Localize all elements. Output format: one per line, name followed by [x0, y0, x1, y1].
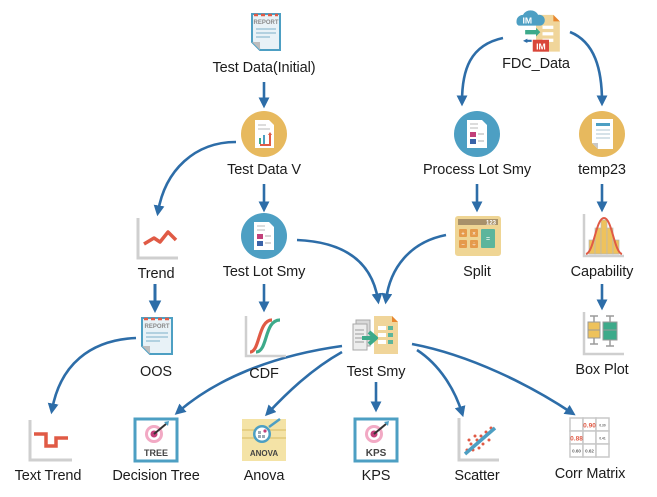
chart-document-icon [241, 111, 287, 157]
document-icon [579, 111, 625, 157]
svg-text:+: + [461, 232, 465, 238]
node-split[interactable]: 123 + × − ÷ = Split [417, 212, 537, 280]
histogram-icon [582, 214, 624, 258]
node-label: Corr Matrix [554, 466, 626, 482]
corr-cell: 0.30 [599, 424, 605, 428]
node-decision-tree[interactable]: TREE Decision Tree [96, 416, 216, 484]
corr-cell: 0.90 [583, 423, 596, 430]
edge-test-data-v-to-trend [153, 140, 237, 217]
node-temp23[interactable]: temp23 [542, 110, 657, 178]
report-icon: REPORT [251, 13, 281, 51]
tree-badge: TREE [144, 448, 168, 458]
node-label: Scatter [454, 468, 500, 484]
node-cdf[interactable]: CDF [204, 314, 324, 382]
node-label: Anova [243, 468, 285, 484]
svg-text:÷: ÷ [472, 243, 476, 249]
node-label: OOS [140, 364, 172, 380]
kps-badge: KPS [366, 448, 387, 459]
edge-test-smy-to-decision-tree [174, 344, 343, 415]
node-trend[interactable]: Trend [96, 214, 216, 282]
node-label: Process Lot Smy [422, 162, 532, 178]
target-icon: KPS [353, 417, 399, 463]
node-label: FDC_Data [502, 56, 570, 72]
corr-cell: 0.60 [572, 449, 581, 454]
node-process-lot-smy[interactable]: Process Lot Smy [417, 110, 537, 178]
node-label: Trend [137, 266, 175, 282]
node-corr-matrix[interactable]: 0.90 0.30 0.88 0.41 0.60 0.62 Corr Matri… [530, 414, 650, 482]
corr-cell: 0.41 [599, 437, 605, 441]
calculator-icon: 123 + × − ÷ = [455, 216, 501, 256]
report-icon: REPORT [141, 317, 173, 355]
node-label: Test Data V [227, 162, 301, 178]
node-label: Test Smy [346, 364, 406, 380]
node-test-smy[interactable]: Test Smy [316, 312, 436, 380]
anova-badge: ANOVA [250, 449, 279, 458]
summary-document-icon [241, 213, 287, 259]
im-data-icon: IM IM [516, 10, 560, 52]
node-label: CDF [249, 366, 279, 382]
node-label: Test Data(Initial) [212, 60, 316, 76]
edge-test-smy-to-scatter [416, 348, 466, 418]
node-label: Split [463, 264, 491, 280]
node-label: temp23 [578, 162, 626, 178]
node-label: Text Trend [14, 468, 82, 484]
step-chart-icon [28, 420, 72, 462]
scatter-plot-icon [457, 418, 499, 462]
merge-table-icon [352, 316, 398, 354]
node-label: Decision Tree [112, 468, 200, 484]
node-label: Test Lot Smy [222, 264, 306, 280]
trend-chart-icon [136, 218, 178, 260]
correlation-matrix-icon: 0.90 0.30 0.88 0.41 0.60 0.62 [569, 417, 610, 458]
node-capability[interactable]: Capability [542, 212, 657, 280]
node-label: Capability [570, 264, 634, 280]
edge-oos-to-text-trend [47, 336, 137, 415]
report-badge: REPORT [144, 324, 169, 330]
edge-split-to-test-smy [381, 233, 447, 305]
report-badge: REPORT [253, 20, 278, 26]
svg-text:=: = [486, 236, 490, 243]
node-scatter[interactable]: Scatter [417, 416, 537, 484]
node-label: KPS [361, 468, 391, 484]
node-label: Box Plot [575, 362, 629, 378]
anova-icon: ANOVA [242, 417, 286, 461]
cdf-chart-icon [244, 316, 286, 358]
edge-fdc-data-to-temp23 [569, 30, 608, 107]
im-badge-bottom: IM [536, 42, 546, 52]
node-test-data-v[interactable]: Test Data V [204, 110, 324, 178]
node-anova[interactable]: ANOVA Anova [204, 416, 324, 484]
svg-text:×: × [472, 232, 476, 238]
corr-cell: 0.88 [570, 436, 583, 443]
node-box-plot[interactable]: Box Plot [542, 310, 657, 378]
im-badge-top: IM [523, 15, 533, 25]
node-test-data-initial[interactable]: REPORT Test Data(Initial) [204, 8, 324, 76]
target-icon: TREE [133, 417, 179, 463]
summary-document-icon [454, 111, 500, 157]
calculator-display: 123 [486, 221, 497, 227]
node-text-trend[interactable]: Text Trend [0, 416, 108, 484]
edge-test-smy-to-anova [265, 350, 343, 417]
box-plot-icon [582, 312, 624, 356]
edge-test-smy-to-corr-matrix [411, 342, 576, 416]
edge-fdc-data-to-process-lot-smy [456, 36, 504, 107]
corr-cell: 0.62 [585, 449, 594, 454]
node-fdc-data[interactable]: IM IM FDC_Data [476, 4, 596, 72]
edge-test-lot-smy-to-test-smy [296, 238, 383, 305]
node-kps[interactable]: KPS KPS [316, 416, 436, 484]
node-test-lot-smy[interactable]: Test Lot Smy [204, 212, 324, 280]
svg-text:−: − [461, 243, 465, 249]
node-oos[interactable]: REPORT OOS [96, 312, 216, 380]
